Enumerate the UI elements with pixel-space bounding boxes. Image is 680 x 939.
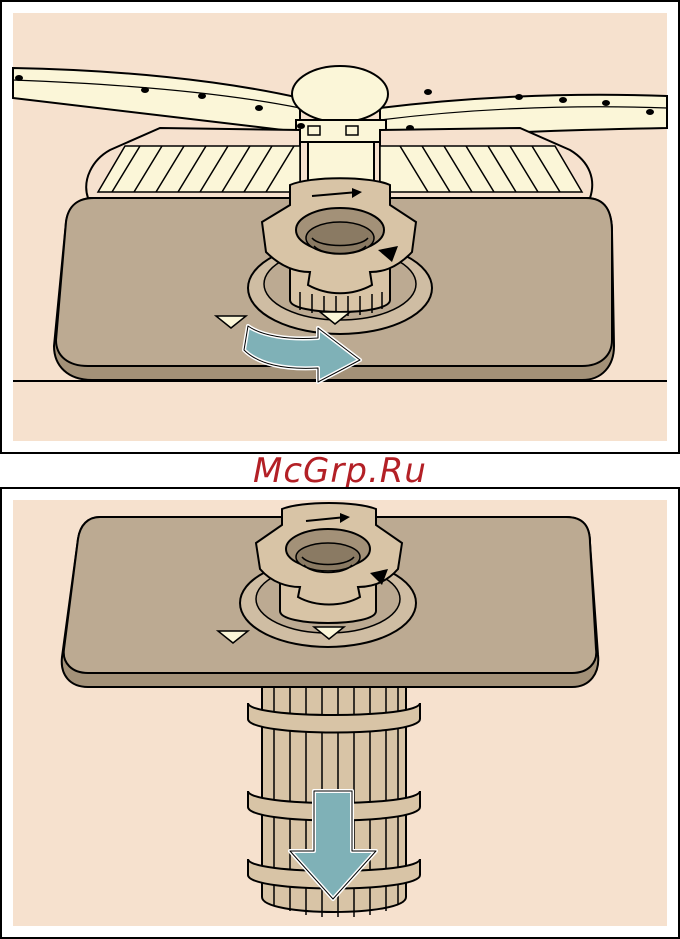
- step-2-illustration: [0, 487, 680, 939]
- step-1-illustration: [0, 0, 680, 455]
- watermark: McGrp.Ru: [0, 453, 680, 489]
- step-2-panel: [0, 487, 680, 939]
- step-1-panel: [0, 0, 680, 455]
- spray-arm-hub: [292, 66, 388, 122]
